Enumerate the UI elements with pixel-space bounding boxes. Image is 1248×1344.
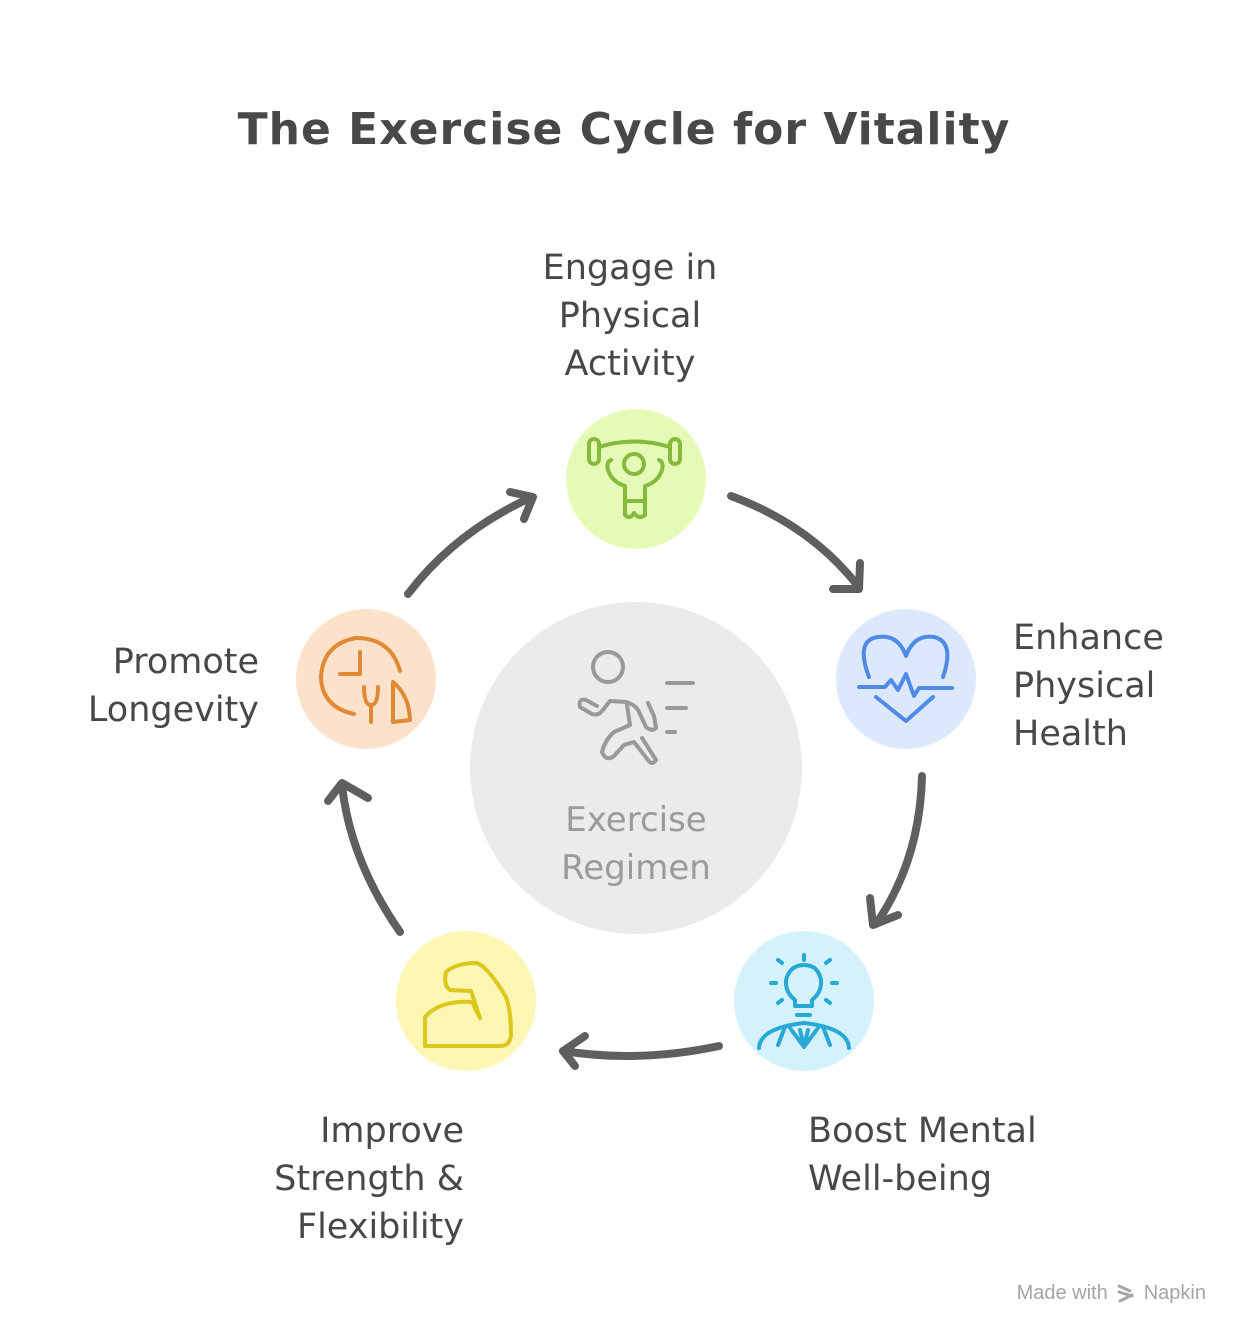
napkin-logo-icon — [1117, 1284, 1134, 1302]
step-2-label-line: Health — [1013, 714, 1128, 754]
step-1-label-line: Activity — [564, 344, 696, 384]
center-circle — [470, 602, 802, 934]
step-1-label-line: Physical — [558, 296, 702, 336]
step-4-label-line: Improve — [320, 1111, 464, 1151]
center-label: Exercise Regimen — [471, 796, 801, 892]
step-4-label: Improve Strength & Flexibility — [274, 1107, 464, 1251]
lightbulb-person-icon — [757, 953, 851, 1050]
step-5-label-line: Longevity — [87, 690, 259, 730]
clock-plant-icon — [319, 636, 412, 724]
step-2-label: Enhance Physical Health — [1013, 614, 1164, 758]
diagram-title: The Exercise Cycle for Vitality — [237, 104, 1011, 155]
step-3-label-line: Well-being — [808, 1159, 993, 1199]
center-label-line: Exercise — [565, 800, 707, 840]
arrow-2-to-3 — [866, 772, 926, 929]
heartbeat-icon — [857, 634, 954, 723]
arrow-3-to-4 — [559, 1032, 723, 1070]
step-3-label-line: Boost Mental — [808, 1111, 1037, 1151]
step-5-label-line: Promote — [112, 642, 259, 682]
step-4-label-line: Flexibility — [296, 1207, 464, 1247]
step-3-label: Boost Mental Well-being — [808, 1107, 1037, 1203]
arrow-4-to-5 — [324, 779, 404, 936]
step-2-label-line: Physical — [1013, 666, 1156, 706]
running-person-icon — [577, 650, 695, 765]
arrow-5-to-1 — [404, 488, 537, 598]
footer-attribution[interactable]: Made with Napkin — [1017, 1282, 1206, 1305]
step-2-label-line: Enhance — [1013, 618, 1164, 658]
step-3-circle — [734, 931, 874, 1071]
step-5-circle — [296, 609, 436, 749]
step-1-label-line: Engage in — [542, 248, 718, 288]
footer-brand: Napkin — [1143, 1282, 1206, 1304]
step-1-circle — [566, 409, 706, 549]
arrow-1-to-2 — [727, 492, 864, 593]
footer-made-with: Made with — [1016, 1282, 1108, 1304]
step-1-label: Engage in Physical Activity — [480, 244, 780, 388]
step-4-label-line: Strength & — [274, 1159, 464, 1199]
flexed-arm-icon — [423, 961, 513, 1048]
step-5-label: Promote Longevity — [88, 638, 259, 734]
weightlifter-icon — [587, 437, 682, 520]
center-label-line: Regimen — [561, 848, 711, 888]
